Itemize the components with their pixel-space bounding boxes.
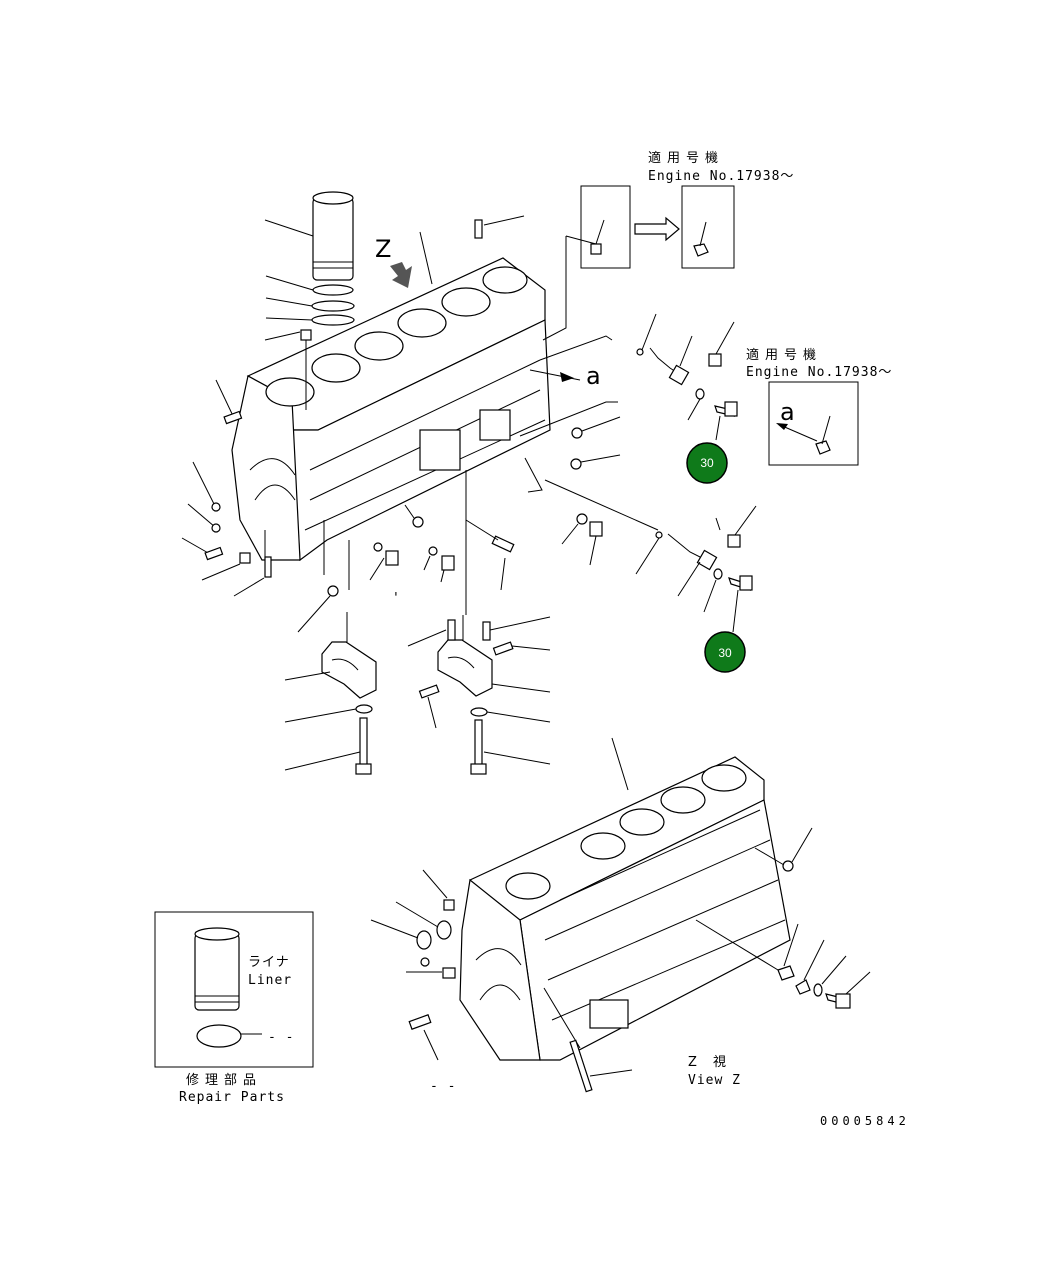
main-bearing-bolts bbox=[284, 704, 551, 775]
leader-old-box bbox=[565, 235, 597, 245]
main-bearing-cap-left bbox=[284, 612, 377, 699]
detail-a-box-label: a bbox=[780, 398, 795, 426]
repair-parts-title-en: Repair Parts bbox=[179, 1090, 285, 1105]
torque-badge-2-label: 30 bbox=[718, 646, 732, 660]
torque-badge-1-label: 30 bbox=[700, 456, 714, 470]
repair-liner-en: Liner bbox=[248, 973, 292, 988]
applicability-2-jp: 適用号機 bbox=[746, 347, 822, 363]
detail-a-box bbox=[768, 381, 859, 466]
view-z-jp: Z 視 bbox=[688, 1055, 732, 1070]
fasteners-upper bbox=[204, 219, 621, 615]
view-z-en: View Z bbox=[688, 1073, 741, 1088]
liner-oring-2 bbox=[311, 300, 355, 312]
detail-a-marker: a bbox=[586, 362, 601, 390]
detail-a-arrow-icon bbox=[776, 423, 818, 442]
detail-a-arrowhead-icon bbox=[560, 372, 574, 382]
sensor-assembly-2 bbox=[524, 457, 757, 633]
small-dash-mark: ' bbox=[392, 591, 401, 606]
torque-badge-1 bbox=[686, 442, 728, 484]
repair-parts-title-jp: 修理部品 bbox=[186, 1073, 262, 1088]
cylinder-liner bbox=[312, 191, 354, 281]
drawing-number: 00005842 bbox=[820, 1114, 910, 1128]
old-part-box bbox=[580, 185, 631, 269]
torque-badge-2 bbox=[704, 631, 746, 673]
cylinder-block-upper bbox=[231, 257, 551, 562]
cylinder-block-lower bbox=[459, 756, 791, 1061]
applicability-2-en: Engine No.17938～ bbox=[746, 365, 892, 380]
leader-lines-upper bbox=[181, 215, 525, 633]
repair-liner-icon bbox=[194, 927, 240, 1011]
repair-oring-icon bbox=[196, 1024, 242, 1048]
repair-oring-dash: - - bbox=[268, 1030, 294, 1045]
fasteners-lower bbox=[370, 737, 871, 1093]
new-part-icon bbox=[693, 221, 709, 257]
liner-oring-3 bbox=[311, 314, 355, 326]
liner-oring-1 bbox=[312, 284, 354, 296]
arrow-right-icon bbox=[634, 216, 680, 242]
view-z-marker: Z bbox=[375, 235, 391, 263]
detail-a-part-icon bbox=[815, 415, 831, 455]
bottom-dash-mark: - - bbox=[430, 1079, 456, 1094]
detail-a-ref-line bbox=[539, 335, 613, 361]
new-part-box bbox=[681, 185, 735, 269]
view-z-arrow-icon bbox=[390, 262, 412, 288]
sensor-assembly-1 bbox=[519, 313, 738, 441]
applicability-1-en: Engine No.17938～ bbox=[648, 169, 794, 184]
main-bearing-cap-right bbox=[407, 615, 551, 729]
old-box-ref-line bbox=[542, 236, 567, 341]
applicability-1-jp: 適用号機 bbox=[648, 150, 724, 166]
repair-liner-jp: ライナ bbox=[248, 955, 290, 970]
